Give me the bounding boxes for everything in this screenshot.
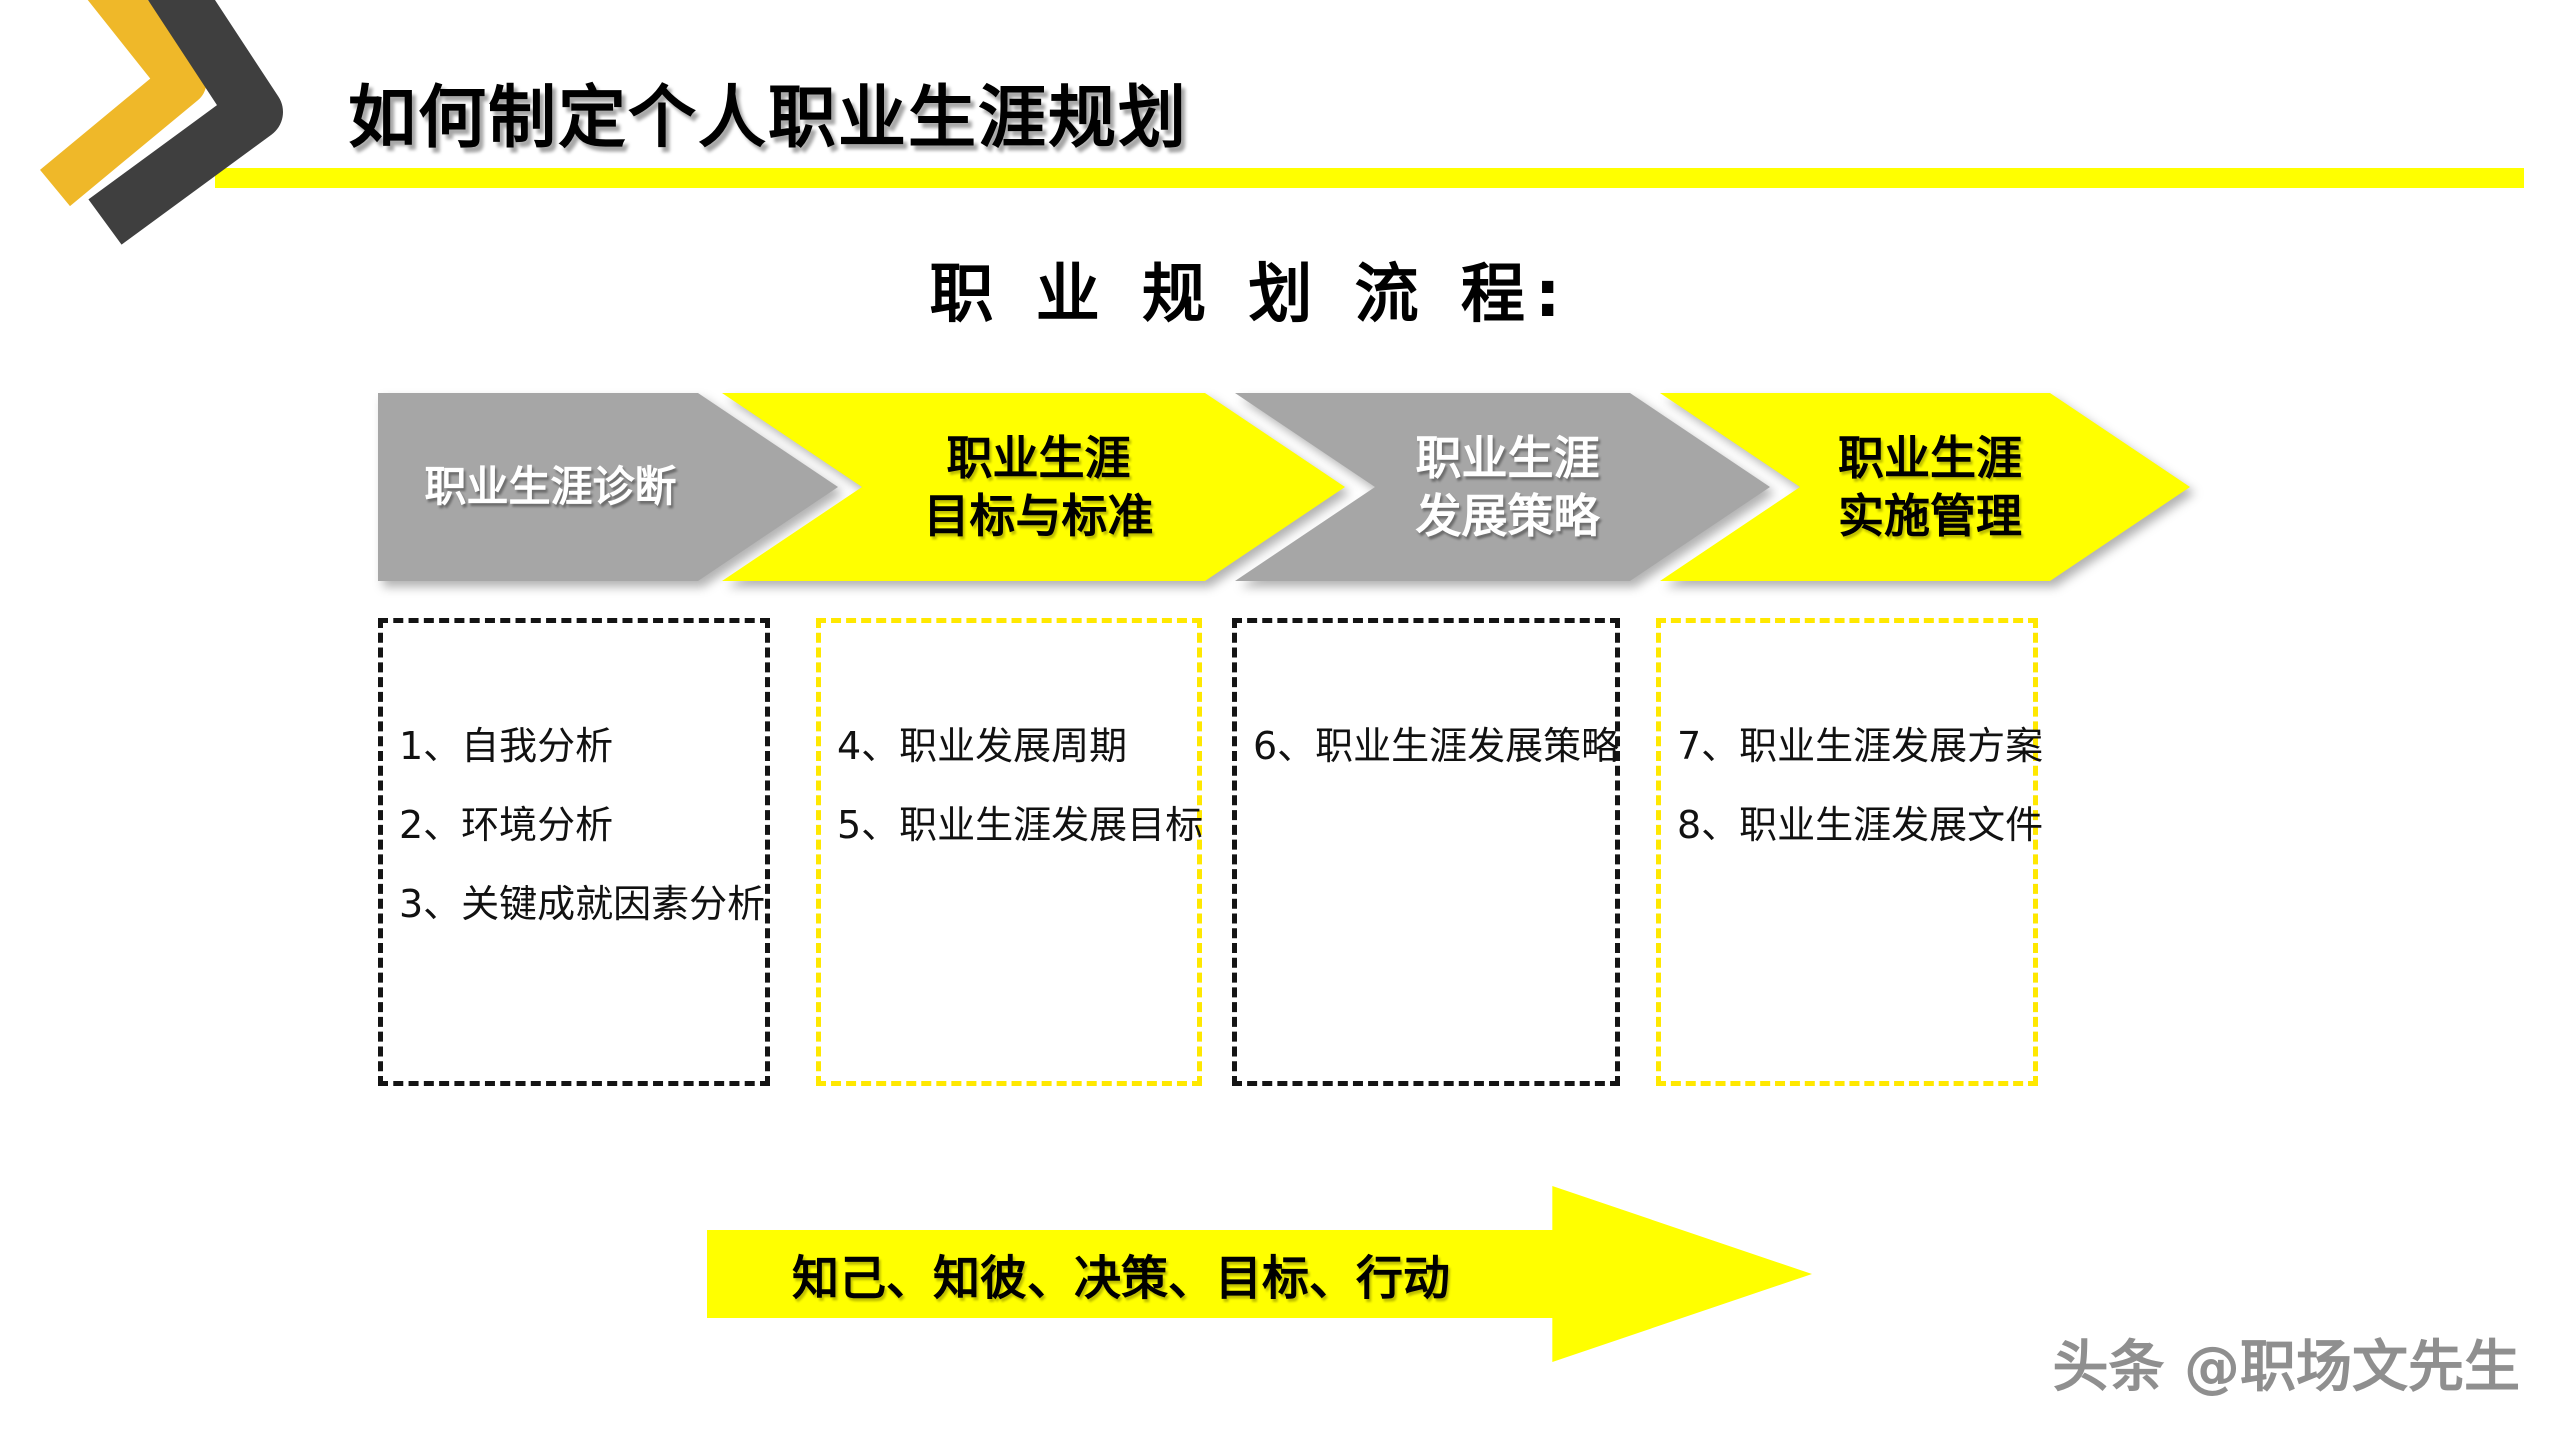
flow-step-label: 职业生涯 xyxy=(1415,431,1600,485)
step-detail-box-2: 4、职业发展周期 5、职业生涯发展目标 xyxy=(816,618,1204,1086)
detail-item: 2、环境分析 xyxy=(399,803,614,847)
step-detail-box-4: 7、职业生涯发展方案 8、职业生涯发展文件 xyxy=(1656,618,2044,1086)
flow-step-label: 职业生涯 xyxy=(1838,431,2022,485)
step-detail-box-1: 1、自我分析 2、环境分析 3、关键成就因素分析 xyxy=(378,618,770,1086)
detail-item: 1、自我分析 xyxy=(399,724,614,768)
process-arrow-label: 知己、知彼、决策、目标、行动 xyxy=(792,1251,1450,1307)
section-heading: 职 业 规 划 流 程: xyxy=(929,258,1571,332)
flow-step-label: 发展策略 xyxy=(1415,489,1600,543)
flow-step-shape: 职业生涯 实施管理 xyxy=(1660,393,2190,581)
step-detail-box-3: 6、职业生涯发展策略 xyxy=(1232,618,1620,1086)
process-arrow: 知己、知彼、决策、目标、行动 xyxy=(707,1186,1812,1362)
flow-step-label: 实施管理 xyxy=(1838,489,2022,543)
flow-step-goals: 职业生涯 目标与标准 xyxy=(722,393,1345,581)
flow-step-strategy: 职业生涯 发展策略 xyxy=(1235,393,1770,581)
flow-step-label: 目标与标准 xyxy=(923,489,1154,543)
detail-item: 5、职业生涯发展目标 xyxy=(837,803,1204,847)
flow-step-label: 职业生涯 xyxy=(946,431,1131,485)
detail-item: 7、职业生涯发展方案 xyxy=(1677,724,2044,768)
flow-step-shape: 职业生涯 目标与标准 xyxy=(722,393,1345,581)
dark-chevron-icon xyxy=(88,0,283,245)
detail-item: 8、职业生涯发展文件 xyxy=(1677,803,2044,847)
flow-step-implementation: 职业生涯 实施管理 xyxy=(1660,393,2190,581)
title-underline xyxy=(215,168,2524,188)
gold-chevron-icon xyxy=(40,0,207,207)
flow-step-label: 职业生涯诊断 xyxy=(424,462,677,511)
detail-item: 6、职业生涯发展策略 xyxy=(1253,724,1620,768)
detail-item: 3、关键成就因素分析 xyxy=(399,882,766,926)
watermark: 头条 @职场文先生 xyxy=(2052,1335,2521,1400)
double-chevron-logo xyxy=(40,0,283,245)
detail-item: 4、职业发展周期 xyxy=(837,724,1128,768)
flow-step-diagnosis: 职业生涯诊断 xyxy=(378,393,838,581)
page-title: 如何制定个人职业生涯规划 xyxy=(348,79,1189,158)
